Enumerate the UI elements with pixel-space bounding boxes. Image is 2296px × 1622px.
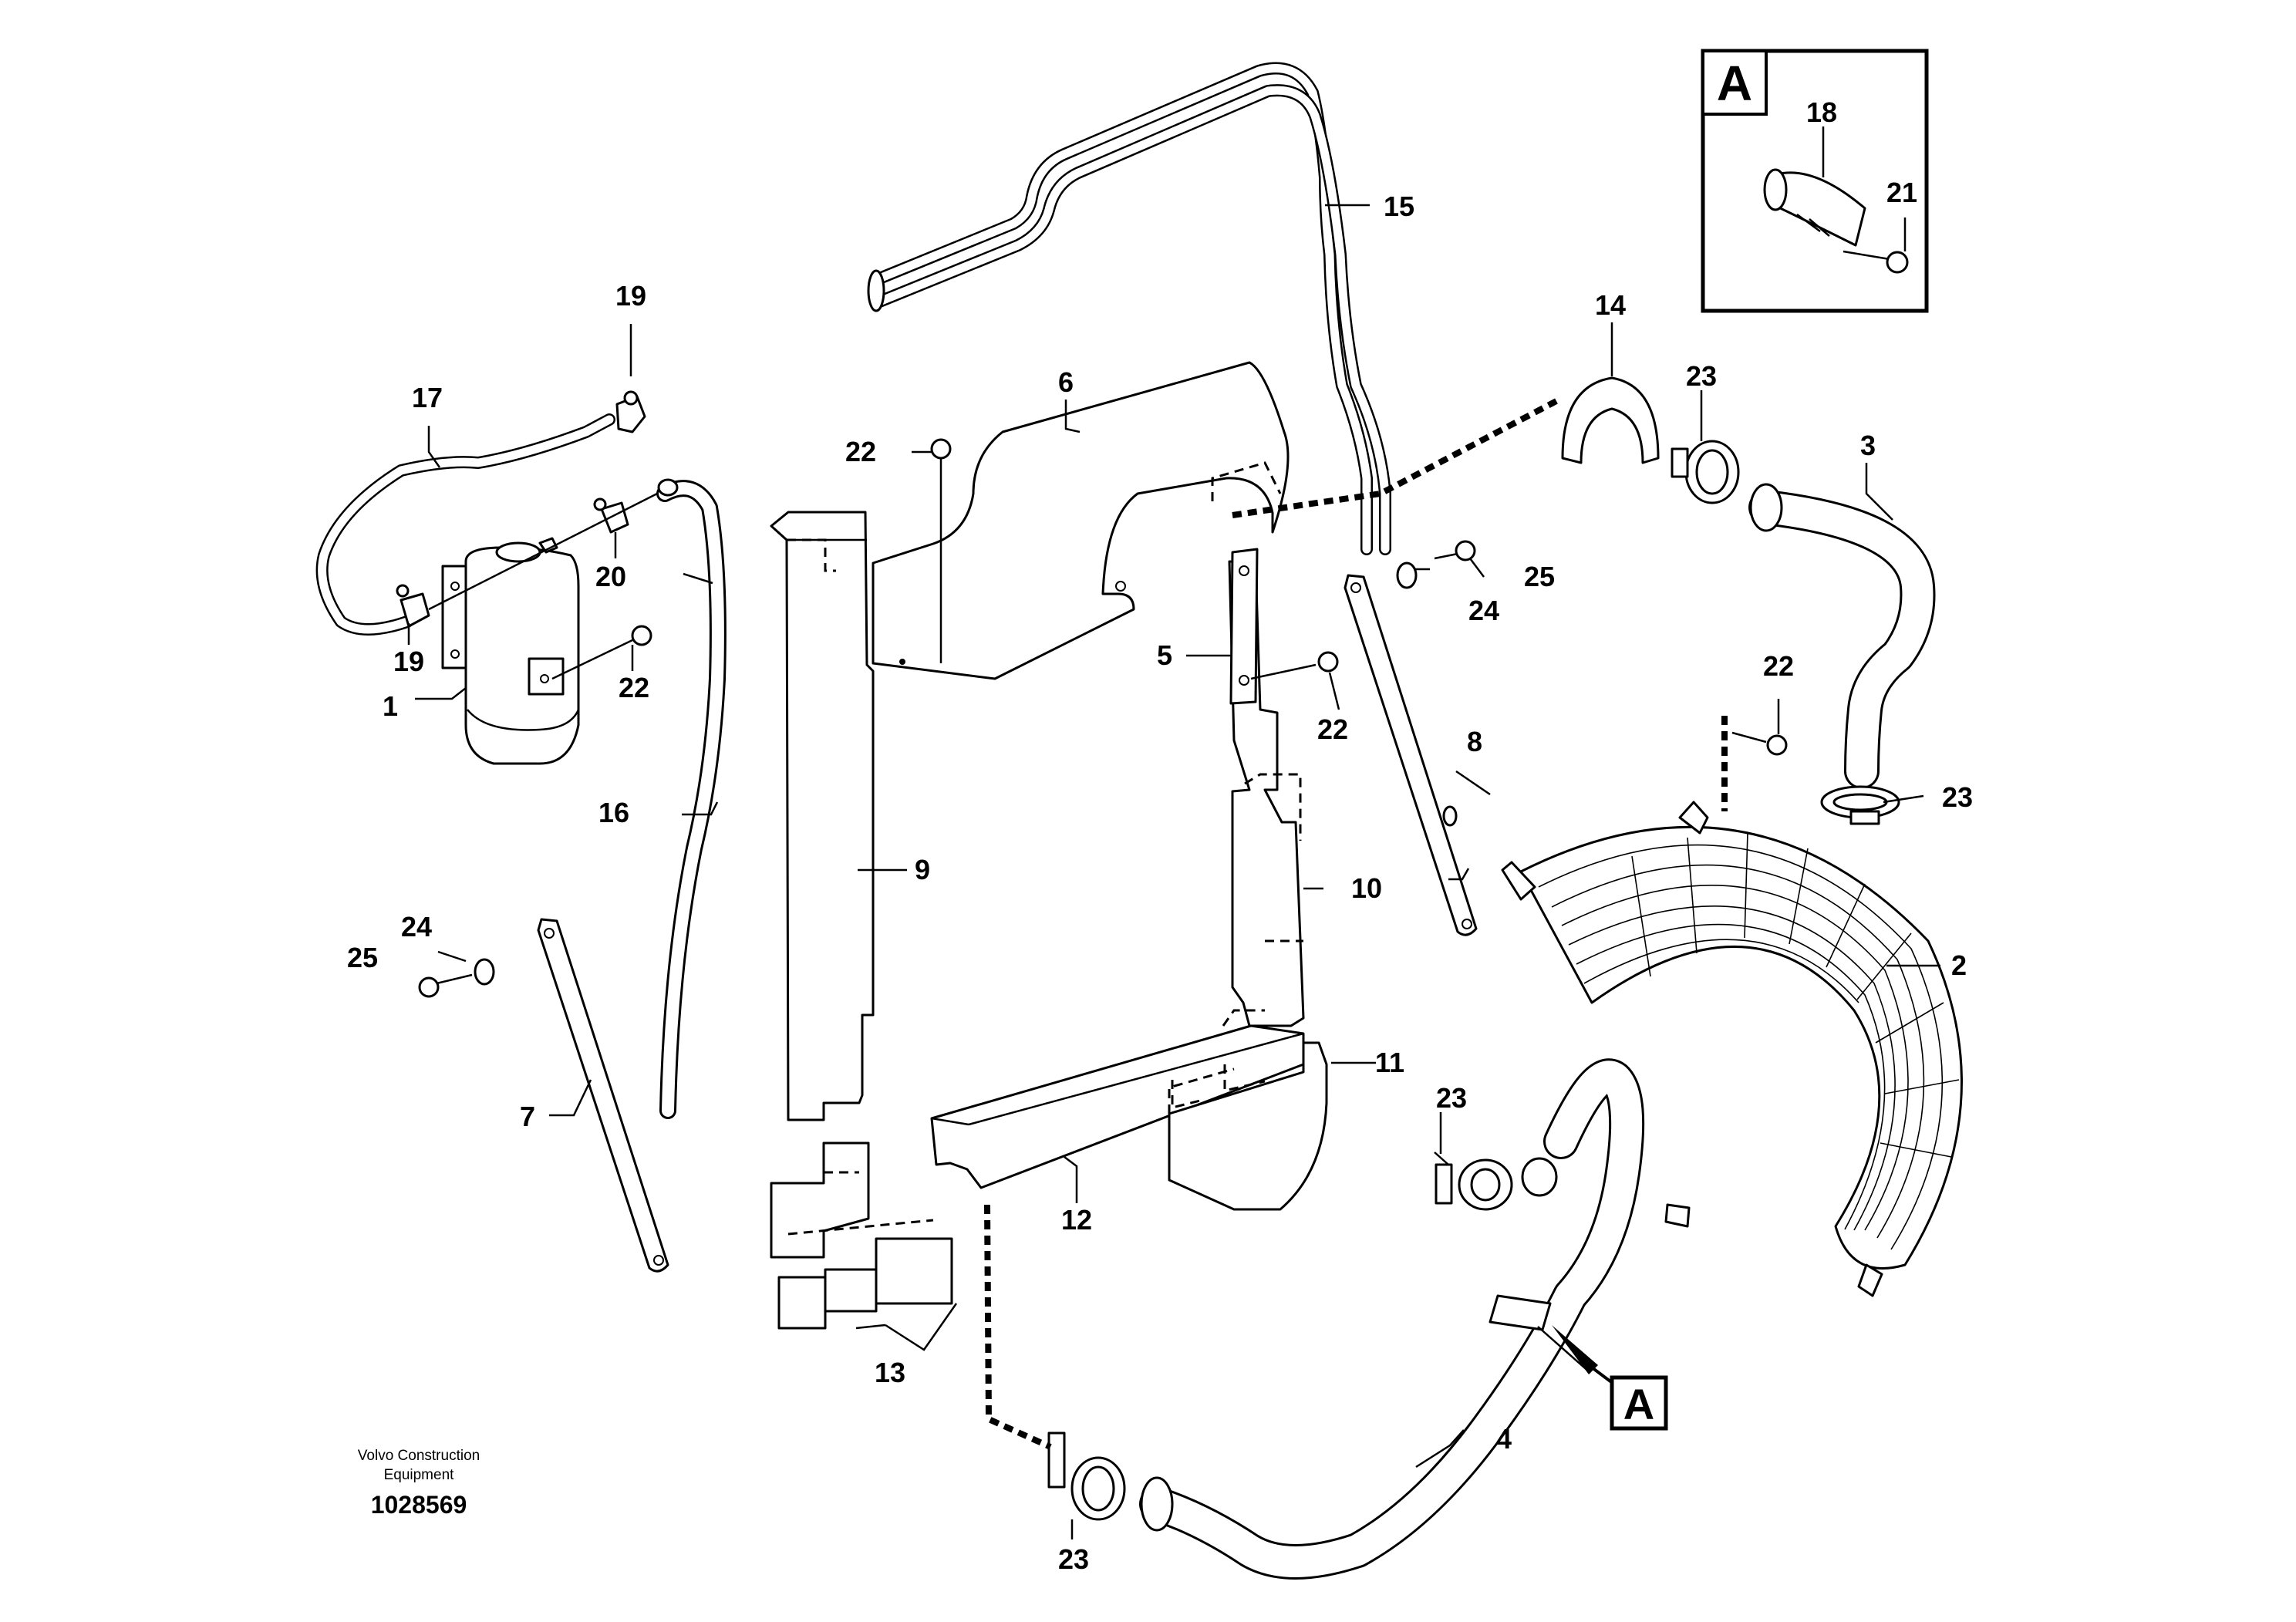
part-6-shroud-plate: [872, 361, 1290, 680]
detail-a-inset: A: [1701, 49, 1929, 313]
callout-23-right: 23: [1942, 781, 1973, 813]
part-20-fitting: [593, 497, 629, 534]
callout-3: 3: [1860, 430, 1876, 461]
detail-inset-label: A: [1717, 56, 1752, 111]
callout-9: 9: [915, 854, 930, 885]
callout-6: 6: [1058, 366, 1074, 398]
part-14-clip: [1561, 376, 1660, 464]
callout-1: 1: [383, 690, 398, 722]
callout-4: 4: [1496, 1423, 1512, 1455]
callout-17: 17: [412, 382, 443, 413]
callout-22-tank: 22: [619, 672, 649, 703]
callout-14: 14: [1595, 289, 1626, 321]
callout-10: 10: [1351, 872, 1382, 904]
part-24-25-left: [418, 958, 495, 998]
part-7-strap: [537, 918, 669, 1273]
view-a-marker: A: [1552, 1325, 1668, 1431]
callout-5: 5: [1157, 639, 1172, 671]
callout-2: 2: [1951, 949, 1967, 981]
callout-12: 12: [1061, 1204, 1092, 1236]
callout-25-right: 25: [1524, 561, 1555, 592]
callout-19-left: 19: [393, 646, 424, 677]
part-17-hose: [315, 413, 615, 636]
part-3-hose: [1748, 483, 1936, 789]
part-19-fitting-top: [615, 390, 646, 433]
part-24-25-right: [1396, 540, 1476, 589]
part-18-ring: [1763, 168, 1866, 247]
callout-19-top: 19: [615, 280, 646, 312]
part-5-bracket: [1229, 548, 1259, 705]
maker-line-1: Volvo Construction: [358, 1448, 480, 1464]
callout-22-mid: 22: [1317, 713, 1348, 745]
callout-22-right: 22: [1763, 650, 1794, 682]
callout-13: 13: [875, 1357, 905, 1388]
callout-23-bottom: 23: [1058, 1543, 1089, 1575]
part-11-block: [1168, 1041, 1328, 1211]
part-21-bolt: [1843, 250, 1909, 274]
part-2-fan-guard: [1501, 801, 1963, 1297]
part-13-blocks: [770, 1141, 953, 1330]
footer: Volvo Construction Equipment 1028569: [358, 1448, 480, 1519]
part-8-strap: [1344, 574, 1478, 936]
callout-11: 11: [1375, 1047, 1404, 1078]
part-9-frame-upright: [770, 511, 875, 1121]
callout-15: 15: [1384, 191, 1414, 222]
callout-20: 20: [595, 561, 626, 592]
callout-8: 8: [1467, 726, 1482, 757]
callout-21: 21: [1886, 177, 1917, 208]
part-23-clamp-right: [1820, 785, 1900, 825]
callout-18: 18: [1806, 96, 1837, 128]
callout-24-left: 24: [401, 911, 432, 943]
callout-numbers: 1 2 3 4 5 6 7 8 9 10 11 12 13 14 15 16 1…: [347, 96, 1973, 1575]
part-22-bolt-top: [930, 438, 952, 475]
callout-23-mid: 23: [1436, 1082, 1467, 1114]
part-12-cross-member: [930, 1024, 1305, 1189]
part-23-clamp-bottom: [1047, 1431, 1126, 1521]
callout-22-top: 22: [845, 436, 876, 467]
callout-25-left: 25: [347, 942, 378, 973]
callout-7: 7: [520, 1101, 535, 1132]
leader-lines: [407, 204, 1940, 1539]
part-4-hose: [1139, 1058, 1645, 1580]
maker-line-2: Equipment: [384, 1467, 455, 1483]
drawing-number: 1028569: [371, 1491, 467, 1519]
part-1-expansion-tank: [441, 537, 652, 765]
callout-16: 16: [598, 797, 629, 828]
callout-24-right: 24: [1468, 595, 1499, 626]
part-16-hose: [656, 478, 727, 1119]
callout-23-upper: 23: [1686, 360, 1717, 392]
part-19-fitting-left: [396, 584, 430, 628]
part-15-pipe: [867, 62, 1391, 555]
part-22-bolt-mid: [1250, 651, 1339, 680]
part-22-bolt-right: [1731, 731, 1788, 756]
view-a-label: A: [1623, 1380, 1654, 1428]
part-23-clamp-mid: [1435, 1158, 1513, 1211]
part-23-clamp-upper: [1671, 440, 1740, 504]
